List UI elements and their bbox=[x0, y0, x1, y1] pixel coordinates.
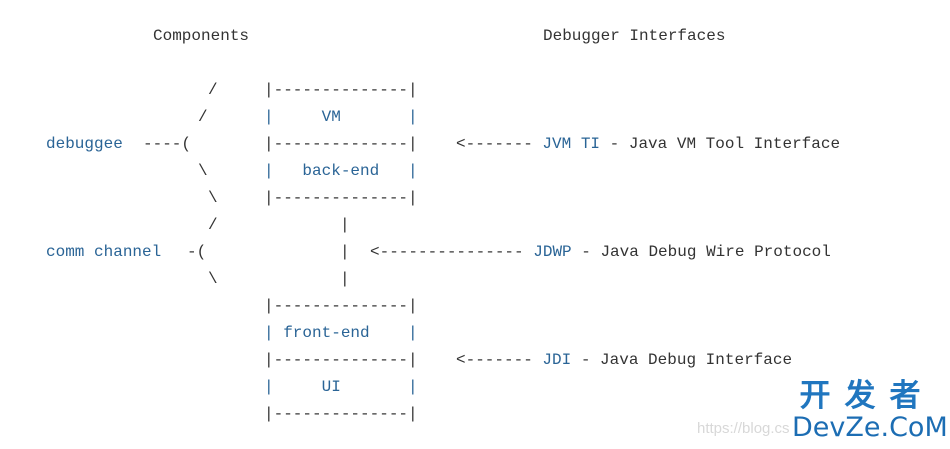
debuggee-bracket-bottom: \ bbox=[208, 189, 218, 207]
channel-line-bottom: | bbox=[340, 270, 350, 288]
jdwp-interface: <--------------- JDWP - Java Debug Wire … bbox=[370, 242, 831, 262]
channel-line-middle: | bbox=[340, 243, 350, 261]
jdwp-abbr: JDWP bbox=[533, 243, 572, 261]
debuggee-connector: ----( bbox=[143, 135, 192, 153]
jdi-abbr: JDI bbox=[542, 351, 572, 369]
jdwp-arrow: <--------------- bbox=[370, 243, 524, 261]
vm-box-top-border: |--------------| bbox=[264, 81, 418, 99]
debugger-interfaces-header: Debugger Interfaces bbox=[543, 27, 726, 45]
jvmti-arrow: <------- bbox=[456, 135, 533, 153]
vm-box: | VM | bbox=[264, 108, 418, 126]
backend-box: | back-end | bbox=[264, 162, 418, 180]
debuggee-bracket-upper: / bbox=[198, 108, 208, 126]
devze-logo[interactable]: 开发者 DevZe.CoM bbox=[792, 378, 948, 444]
jdi-interface: <------- JDI - Java Debug Interface bbox=[456, 350, 792, 370]
debuggee-label: debuggee bbox=[46, 135, 123, 153]
ui-box-bottom-border: |--------------| bbox=[264, 405, 418, 423]
ui-box: | UI | bbox=[264, 378, 418, 396]
jdi-description: - Java Debug Interface bbox=[571, 351, 793, 369]
jvmti-abbr: JVM TI bbox=[542, 135, 601, 153]
comm-connector: -( bbox=[187, 243, 207, 261]
comm-bracket-bottom: \ bbox=[208, 270, 218, 288]
watermark-url: https://blog.cs bbox=[697, 420, 790, 437]
vm-box-bottom-border: |--------------| bbox=[264, 135, 418, 153]
jvmti-interface: <------- JVM TI - Java VM Tool Interface bbox=[456, 134, 840, 154]
frontend-box-top-border: |--------------| bbox=[264, 297, 418, 315]
logo-english-text: DevZe.CoM bbox=[792, 412, 948, 443]
channel-line-top: | bbox=[340, 216, 350, 234]
jvmti-description: - Java VM Tool Interface bbox=[600, 135, 841, 153]
debuggee-bracket-top: / bbox=[208, 81, 218, 99]
jdwp-description: - Java Debug Wire Protocol bbox=[571, 243, 831, 261]
frontend-box: | front-end | bbox=[264, 324, 418, 342]
frontend-box-bottom-border: |--------------| bbox=[264, 351, 418, 369]
jdi-arrow: <------- bbox=[456, 351, 533, 369]
components-header: Components bbox=[153, 27, 250, 45]
logo-chinese-text: 开发者 bbox=[799, 378, 935, 414]
debuggee-bracket-lower: \ bbox=[198, 162, 208, 180]
comm-bracket-top: / bbox=[208, 216, 218, 234]
backend-box-bottom-border: |--------------| bbox=[264, 189, 418, 207]
comm-channel-label: comm channel bbox=[46, 243, 162, 261]
